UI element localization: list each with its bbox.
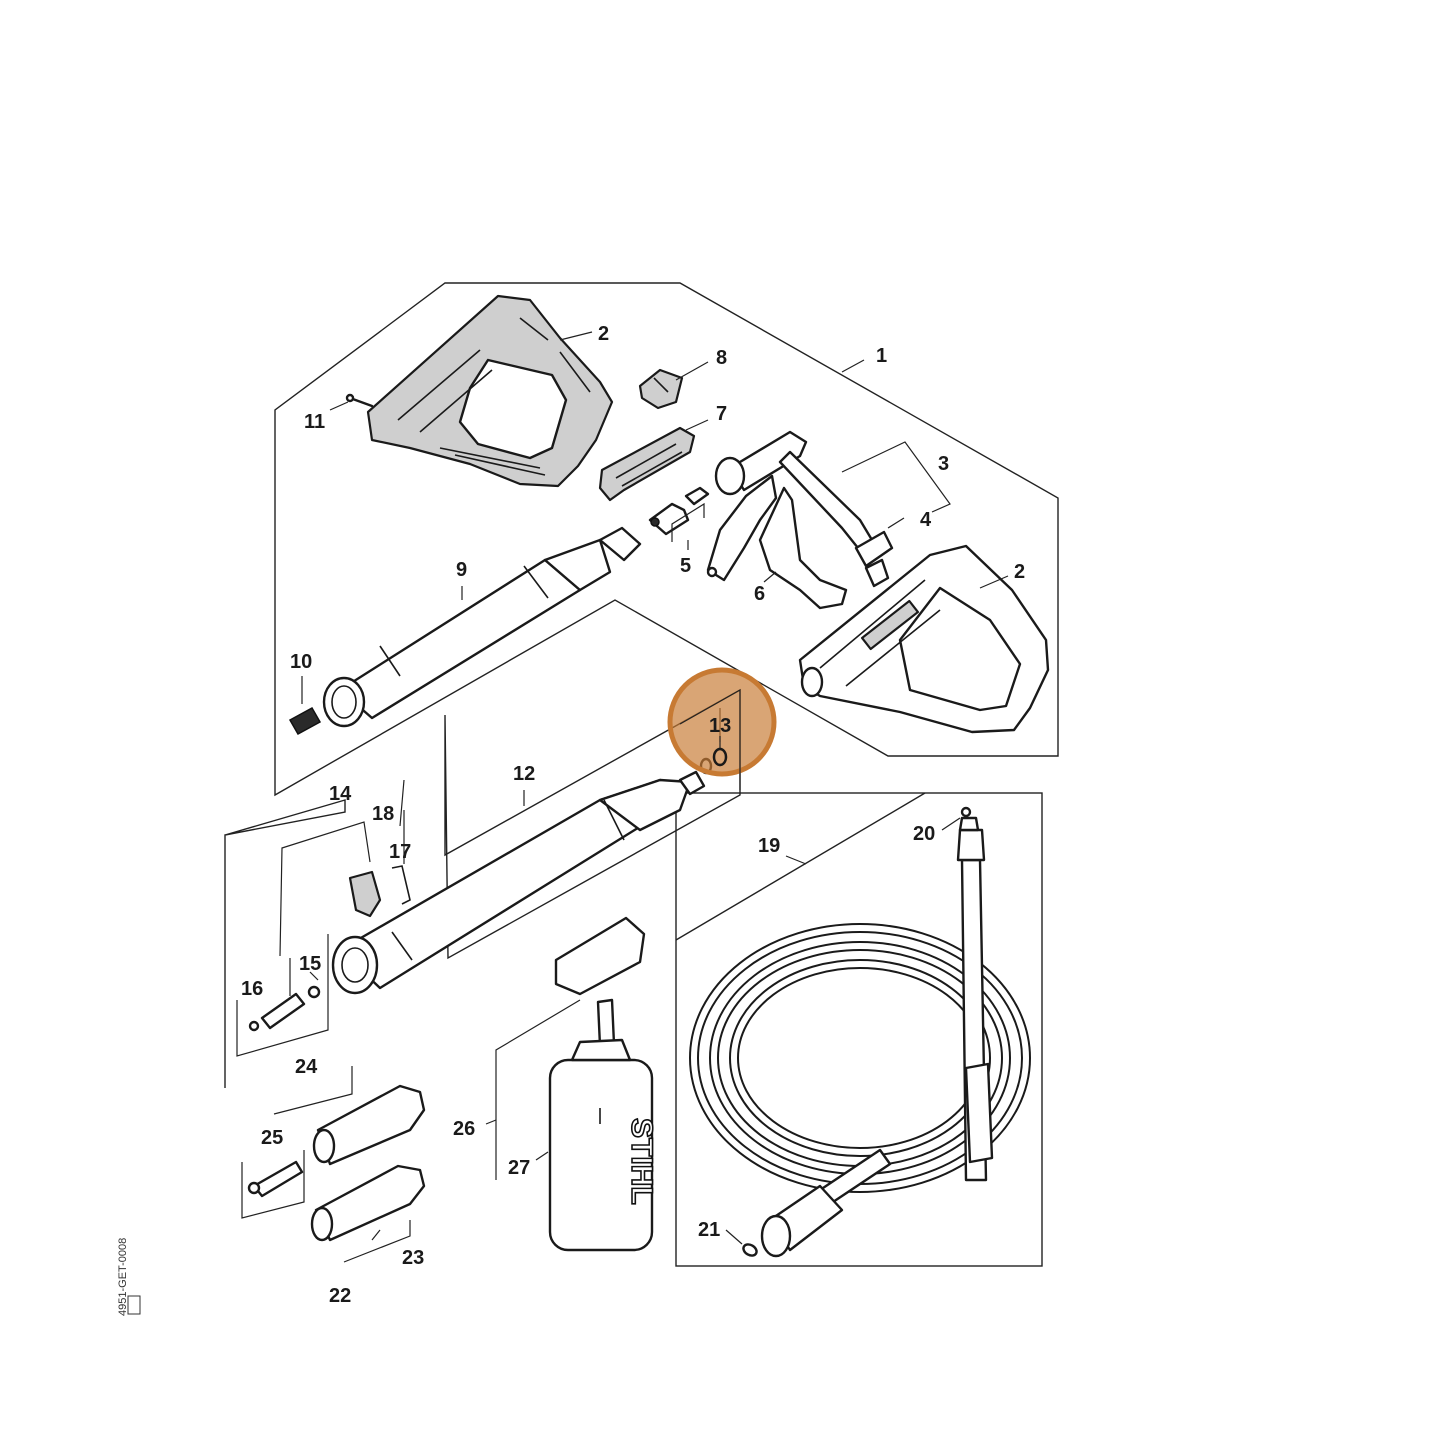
group-frame-1: [274, 282, 1059, 797]
handle-shell-right: [798, 544, 1050, 734]
label-part-4: 4: [920, 509, 932, 531]
group-frame-19: [675, 792, 1043, 1267]
label-part-26: 26: [453, 1118, 475, 1140]
label-part-23: 23: [402, 1247, 424, 1269]
label-part-18: 18: [372, 803, 394, 825]
label-part-25: 25: [261, 1127, 283, 1149]
label-part-3: 3: [938, 453, 949, 475]
label-part-2-top: 2: [598, 323, 609, 345]
label-part-19: 19: [758, 835, 780, 857]
label-part-12: 12: [513, 763, 535, 785]
label-part-7: 7: [716, 403, 727, 425]
label-part-2-right: 2: [1014, 561, 1025, 583]
label-part-5: 5: [680, 555, 691, 577]
group-frame-14: [224, 799, 346, 1088]
drawing-code: 4951-GET-0008: [117, 1238, 129, 1316]
o-ring-part-21: [742, 1243, 758, 1257]
detergent-tank-part-27: STIHL: [548, 916, 659, 1252]
clip-part-8: [638, 368, 684, 410]
valve-part-5: [648, 486, 710, 536]
adapter-part-16: [248, 985, 321, 1032]
nozzle-insert-part-25: [247, 1160, 304, 1198]
nozzle-part-10: [288, 706, 322, 736]
spray-wand-part-9: [322, 526, 642, 728]
trigger-part-6: [706, 474, 848, 610]
label-part-14: 14: [329, 783, 352, 805]
trigger-assembly-part-3: [714, 430, 894, 588]
brand-logo-text: STIHL: [625, 1118, 658, 1205]
label-part-20: 20: [913, 823, 935, 845]
pressure-hose-part-19: [689, 828, 1031, 1258]
highlight-circle-part-13: [667, 667, 777, 777]
part-labels: 1 2 2 3 4 5 6 7 8 9 10 11 12 13 14 15 16…: [241, 323, 1025, 1307]
label-part-24: 24: [295, 1056, 318, 1078]
label-part-22: 22: [329, 1285, 351, 1307]
label-part-9: 9: [456, 559, 467, 581]
label-part-17: 17: [389, 841, 411, 863]
flat-jet-nozzle-part-22: [310, 1164, 426, 1242]
label-part-13: 13: [709, 715, 731, 737]
label-part-1: 1: [876, 345, 887, 367]
label-part-21: 21: [698, 1219, 720, 1241]
rotary-nozzle-part-24: [312, 1084, 426, 1166]
handle-shell-top: [366, 294, 614, 488]
nipple-part-20: [958, 806, 980, 832]
pin-part-17: [391, 865, 411, 905]
label-part-8: 8: [716, 347, 727, 369]
label-part-10: 10: [290, 651, 312, 673]
label-part-11: 11: [304, 411, 325, 433]
clip-part-18: [348, 870, 382, 918]
screw-part-11: [345, 393, 374, 408]
label-part-16: 16: [241, 978, 263, 1000]
label-part-27: 27: [508, 1157, 530, 1179]
label-part-15: 15: [299, 953, 321, 975]
spray-wand-part-12: [331, 770, 706, 995]
trigger-lock-part-7: [598, 426, 696, 502]
label-part-6: 6: [754, 583, 765, 605]
leader-lines: [236, 331, 1009, 1263]
